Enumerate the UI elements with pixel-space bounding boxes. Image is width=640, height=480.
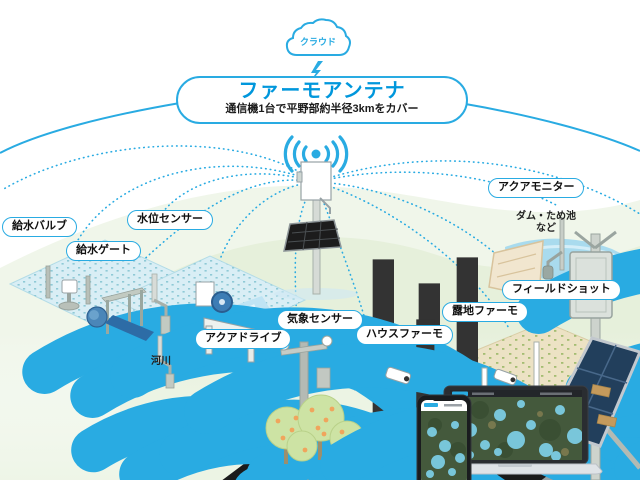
coverage-curves (0, 102, 640, 154)
cloud-icon (285, 18, 351, 56)
label-aqua-drive: アクアドライブ (195, 329, 292, 349)
label-water-level-sensor: 水位センサー (127, 210, 213, 230)
device-house-farmo (313, 301, 640, 480)
device-water-level-sensor-2 (157, 318, 585, 480)
river-label: 河川 (151, 356, 171, 367)
label-open-field-farmo: 露地ファーモ (442, 302, 528, 322)
radio-waves-icon (283, 135, 349, 173)
device-water-level-sensor (103, 213, 640, 480)
label-water-gate: 給水ゲート (66, 241, 141, 261)
dam-pond-note-line1: ダム・ため池 (516, 211, 576, 222)
label-weather-sensor: 気象センサー (277, 310, 363, 330)
dam-pond-note: ダム・ため池 など (506, 211, 586, 235)
hub-antenna-box: ファーモアンテナ 通信機1台で平野部約半径3kmをカバー (176, 76, 468, 124)
device-water-gate (63, 233, 617, 480)
label-house-farmo: ハウスファーモ (356, 325, 453, 345)
label-water-valve: 給水バルブ (2, 217, 77, 237)
label-aqua-monitor: アクアモニター (488, 178, 585, 198)
laptop-map (427, 385, 603, 475)
hub-title: ファーモアンテナ (238, 80, 406, 102)
central-antenna (274, 135, 358, 300)
cloud-label: クラウド (299, 37, 336, 47)
device-aqua-monitor (509, 149, 640, 480)
hub-subtitle: 通信機1台で平野部約半径3kmをカバー (225, 103, 419, 115)
lightning-bolt-icon (308, 61, 323, 85)
dam-pond-note-line2: など (536, 223, 556, 234)
device-water-valve (15, 209, 571, 480)
solar-panel (283, 219, 342, 252)
orchard-trees (265, 394, 365, 466)
label-field-shot: フィールドショット (502, 280, 621, 300)
phone-map (416, 394, 472, 480)
